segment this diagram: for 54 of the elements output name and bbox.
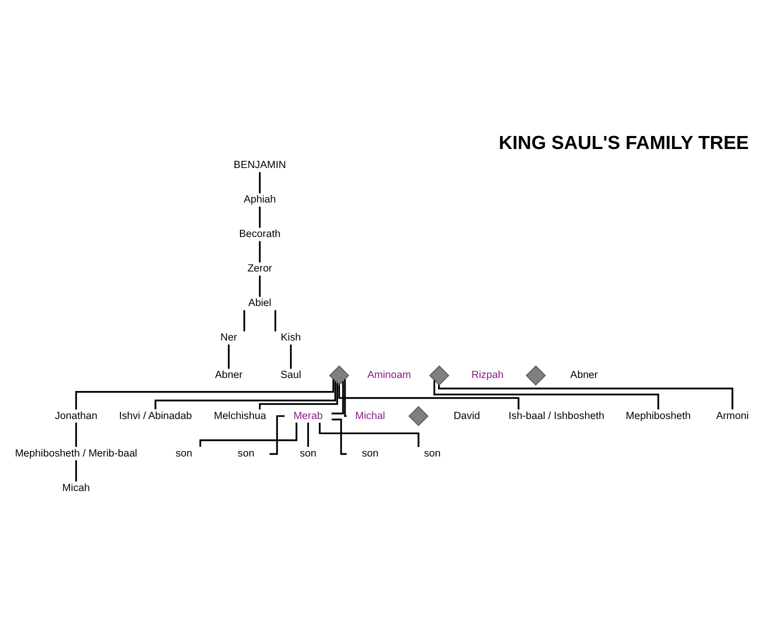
- connector: [258, 172, 261, 193]
- node-text: Melchishua: [214, 410, 266, 422]
- node-text: Ishvi / Abinadab: [118, 410, 192, 422]
- node-text: Becorath: [239, 228, 280, 240]
- connector: [75, 422, 77, 446]
- node-text: Mephibosheth / Merib-baal: [14, 448, 138, 459]
- connector: [228, 344, 230, 368]
- connector: [274, 310, 276, 331]
- node-text: Abiel: [248, 298, 272, 309]
- node-text: Jonathan: [54, 410, 98, 422]
- connector: [332, 418, 347, 454]
- connector: [75, 460, 77, 481]
- node-text: Merab: [293, 410, 323, 422]
- node-text: Abner: [570, 370, 598, 381]
- node-diamond: [429, 364, 450, 386]
- node-text: Zeror: [247, 263, 272, 274]
- connector: [243, 310, 246, 331]
- node-text: son: [238, 448, 254, 459]
- node-text: BENJAMIN: [234, 160, 286, 171]
- diagram-title: KING SAUL'S FAMILY TREE: [498, 132, 749, 154]
- connector: [154, 380, 336, 409]
- node-text: Rizpah: [471, 370, 504, 381]
- connector: [338, 384, 520, 410]
- connector: [307, 422, 309, 446]
- connector: [433, 380, 660, 409]
- node-text: Saul: [280, 370, 302, 381]
- node-text: Ish-baal / Ishbosheth: [508, 410, 604, 422]
- node-text: Micah: [62, 482, 90, 494]
- node-text: Aminoam: [367, 370, 411, 381]
- node-text: son: [424, 448, 441, 459]
- node-text: David: [454, 410, 480, 422]
- connector: [258, 275, 261, 296]
- node-text: son: [362, 448, 379, 459]
- node-diamond: [408, 405, 429, 426]
- connector: [438, 384, 734, 409]
- node-text: son: [300, 448, 316, 459]
- node-text: son: [176, 448, 192, 459]
- connector: [258, 382, 338, 409]
- node-text: Mephibosheth: [626, 410, 691, 422]
- node-text: Abner: [214, 370, 243, 381]
- connector: [258, 206, 261, 228]
- node-text: Michal: [355, 410, 386, 422]
- connector: [290, 344, 292, 368]
- node-text: Kish: [280, 332, 301, 344]
- node-text: Aphiah: [244, 194, 276, 206]
- node-diamond: [329, 364, 350, 386]
- connector: [75, 378, 334, 409]
- node-text: Armoni: [716, 410, 749, 422]
- connector: [344, 378, 347, 416]
- node-text: Ner: [220, 332, 238, 344]
- connector: [270, 414, 285, 454]
- connector: [258, 240, 261, 262]
- node-diamond: [526, 364, 546, 386]
- connector: [332, 380, 344, 414]
